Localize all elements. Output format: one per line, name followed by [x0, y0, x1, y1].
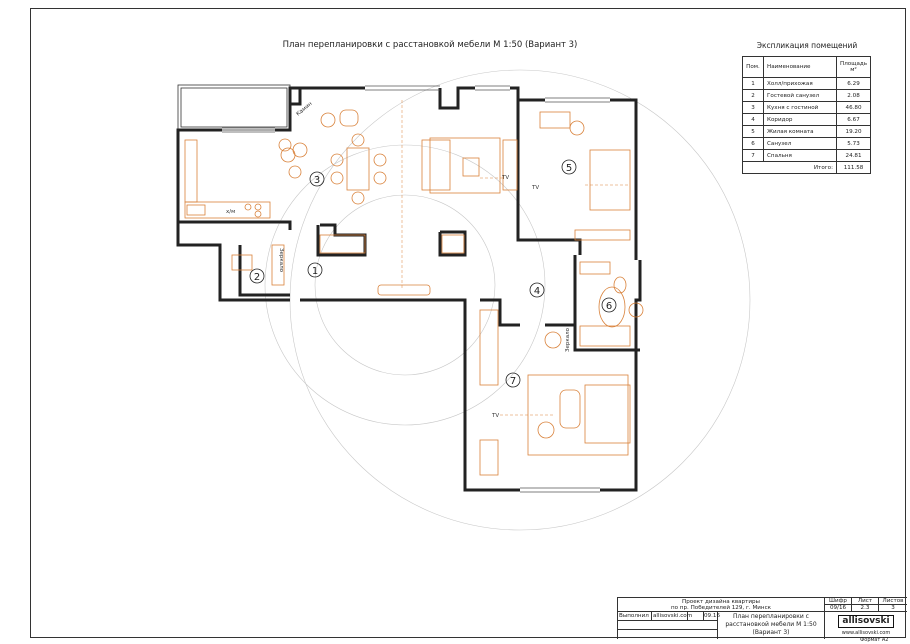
- performed-label: Выполнил: [618, 612, 652, 621]
- header-num: Пом.: [742, 56, 764, 78]
- svg-text:2: 2: [254, 272, 260, 283]
- sheet-value: 2.3: [852, 605, 879, 612]
- washbasin: [628, 302, 644, 318]
- total-label: Итого:: [742, 161, 837, 174]
- svg-text:5: 5: [566, 163, 572, 174]
- drawing-line1: План перепланировки с: [733, 613, 809, 620]
- format-label: Формат А2: [860, 637, 889, 643]
- wardrobe-7: [479, 309, 499, 386]
- walls: [176, 86, 642, 492]
- chair-7: [544, 331, 562, 349]
- table-total-row: Итого:111.58: [742, 161, 872, 174]
- shelf: [574, 229, 631, 241]
- furniture: [184, 109, 644, 476]
- allisovski-logo: allisovski: [838, 615, 894, 628]
- coffee-table: [462, 157, 480, 177]
- code-label: Шифр: [825, 598, 852, 605]
- sink: [186, 204, 206, 216]
- svg-text:4: 4: [534, 286, 540, 297]
- room-numbers: 1 2 3 4 5 6 7: [249, 159, 617, 388]
- dining-table: [346, 147, 370, 191]
- svg-text:1: 1: [312, 266, 318, 277]
- mirror-label-bedroom: Зеркало: [565, 327, 571, 352]
- table-header: Пом. Наименование Площадь м²: [742, 56, 872, 78]
- desk: [539, 111, 571, 129]
- total-value: 111.58: [835, 161, 872, 174]
- website: www.allisovski.com: [841, 630, 891, 636]
- sheet-frame: [30, 8, 906, 638]
- tv-label-bedroom: TV: [491, 413, 499, 419]
- room-6-marker: 6: [601, 297, 617, 313]
- mirror-cabinet: [271, 244, 285, 286]
- drawing-title: План перепланировки с расстановкой мебел…: [282, 40, 578, 50]
- tv-label-room5: TV: [531, 185, 539, 191]
- bathtub: [579, 325, 631, 347]
- room-2-marker: 2: [249, 268, 265, 284]
- header-area: Площадь м²: [835, 56, 872, 78]
- sheet-label: Лист: [852, 598, 879, 605]
- sheets-label: Листов: [879, 598, 907, 605]
- balcony: [177, 84, 291, 131]
- explication-title: Экспликация помещений: [756, 41, 858, 50]
- performer: allisovski.com: [652, 612, 693, 621]
- armchair: [339, 109, 359, 127]
- bath-mat: [598, 286, 626, 328]
- code-value: 09/16: [825, 605, 852, 612]
- svg-text:7: 7: [510, 376, 516, 387]
- kitchen-counter-bottom: [184, 201, 271, 219]
- axis-lines: [401, 100, 628, 416]
- fridge-label: х/м: [226, 209, 235, 215]
- sofa: [421, 139, 451, 191]
- drawing-line3: (Вариант 3): [752, 629, 790, 636]
- drawing-line2: расстановкой мебели М 1:50: [725, 621, 817, 628]
- room-5-marker: 5: [561, 159, 577, 175]
- room-7-marker: 7: [505, 372, 521, 388]
- tv-label-living: TV: [501, 175, 509, 181]
- toilet: [613, 276, 627, 294]
- wardrobe-2: [441, 234, 465, 254]
- toilet-2: [231, 254, 253, 271]
- date: 09.16: [704, 612, 721, 621]
- mirror-label-hall: Зеркало: [278, 248, 284, 273]
- windows: [222, 85, 610, 493]
- room-4-marker: 4: [529, 282, 545, 298]
- title-block: Проект дизайна квартиры по пр. Победител…: [617, 597, 907, 639]
- bed-5: [589, 149, 631, 211]
- hall-bench: [377, 284, 431, 296]
- tv-unit: [502, 139, 518, 191]
- svg-text:6: 6: [606, 301, 612, 312]
- wardrobe: [319, 234, 366, 254]
- room-3-marker: 3: [309, 171, 325, 187]
- project-line2: по пр. Победителей 129, г. Минск: [670, 605, 772, 611]
- bed-bench: [559, 389, 581, 429]
- double-bed: [584, 384, 631, 444]
- svg-text:3: 3: [314, 175, 320, 186]
- room-1-marker: 1: [307, 262, 323, 278]
- header-name: Наименование: [763, 56, 837, 78]
- kitchen-counter-left: [184, 139, 198, 203]
- sheets-value: 3: [879, 605, 907, 612]
- project-line1: Проект дизайна квартиры: [682, 599, 760, 605]
- rug: [429, 137, 501, 194]
